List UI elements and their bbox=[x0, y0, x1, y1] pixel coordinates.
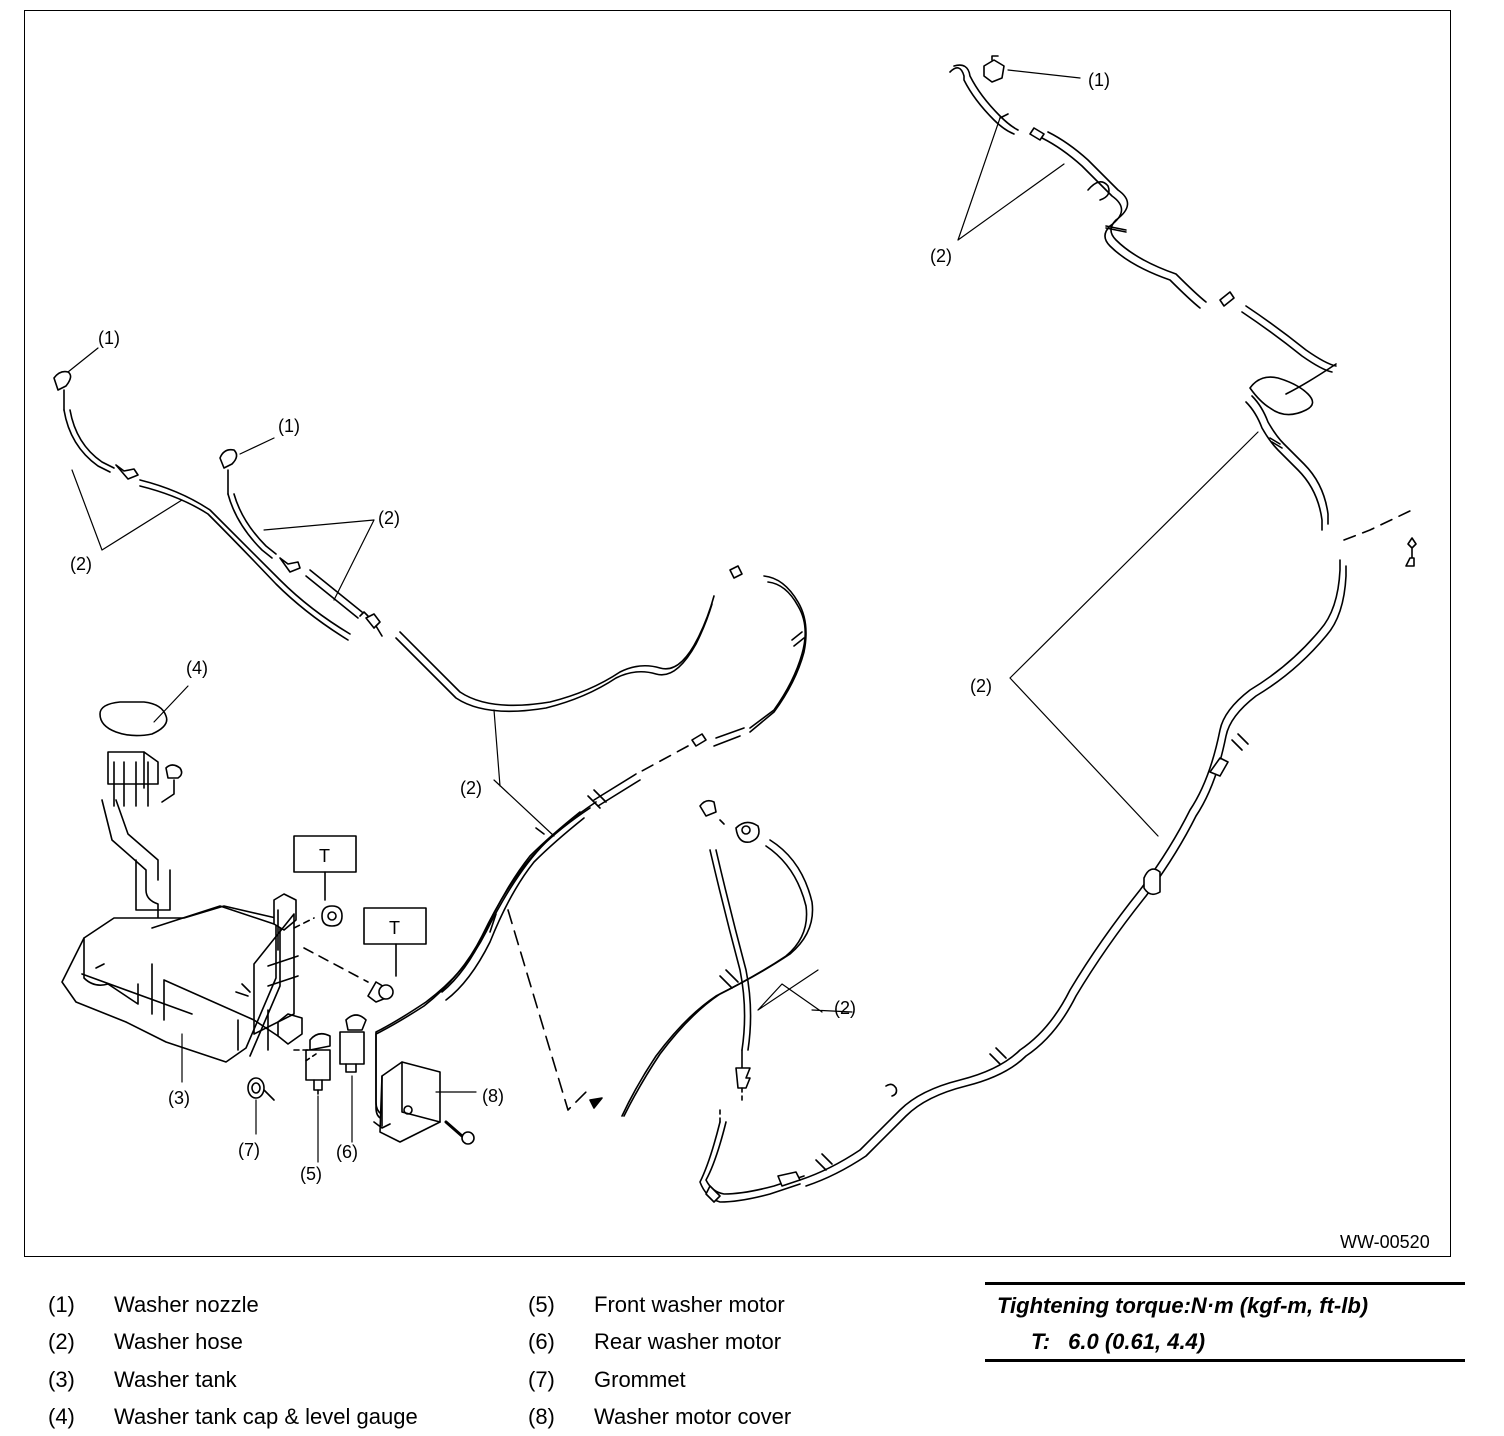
callout-front-right-nozzle: (1) bbox=[278, 416, 300, 436]
callout-washer-tank: (3) bbox=[168, 1088, 190, 1108]
legend-label: Washer nozzle bbox=[114, 1292, 259, 1317]
cover-screw bbox=[444, 1120, 475, 1145]
legend-number: (5) bbox=[528, 1292, 555, 1317]
callout-rear-washer-motor: (6) bbox=[336, 1142, 358, 1162]
callout-front-washer-motor: (5) bbox=[300, 1164, 322, 1184]
front-washer-motor bbox=[293, 1032, 331, 1095]
torque-box-upper bbox=[293, 835, 357, 901]
front-right-nozzle bbox=[219, 448, 238, 495]
legend-number: (1) bbox=[48, 1292, 75, 1317]
front-left-nozzle bbox=[53, 370, 72, 411]
torque-box-lower bbox=[363, 907, 427, 977]
rear-hose-top bbox=[949, 64, 1337, 531]
rear-hose-long bbox=[799, 509, 1417, 1187]
callout-labels: (1) (1) (1) (2) (2) (2) (2) (2) (2) (3) … bbox=[70, 70, 1430, 1252]
callout-front-right-hose: (2) bbox=[378, 508, 400, 528]
callout-motor-cover: (8) bbox=[482, 1086, 504, 1106]
callout-rear-hose-top: (2) bbox=[930, 246, 952, 266]
legend-label: Front washer motor bbox=[594, 1292, 785, 1317]
legend-number: (3) bbox=[48, 1367, 75, 1392]
callout-front-left-nozzle: (1) bbox=[98, 328, 120, 348]
callout-grommet: (7) bbox=[238, 1140, 260, 1160]
torque-value-row: T: 6.0 (0.61, 4.4) bbox=[1031, 1329, 1223, 1355]
rear-washer-motor bbox=[303, 1014, 367, 1073]
tee-joint bbox=[365, 613, 383, 637]
torque-mark-upper: T bbox=[319, 846, 330, 866]
front-hose-right bbox=[227, 493, 369, 619]
tank-bolt-lower bbox=[303, 947, 394, 1003]
washer-tank-cap bbox=[99, 701, 168, 807]
legend-number: (4) bbox=[48, 1404, 75, 1429]
diagram-frame bbox=[24, 10, 1451, 1257]
callout-rear-nozzle: (1) bbox=[1088, 70, 1110, 90]
tank-nut-upper bbox=[293, 905, 343, 929]
callout-main-hose: (2) bbox=[460, 778, 482, 798]
legend-label: Rear washer motor bbox=[594, 1329, 782, 1354]
legend-label: Grommet bbox=[594, 1367, 686, 1392]
main-front-hose bbox=[395, 565, 807, 747]
rear-hose-center bbox=[621, 839, 814, 1203]
motor-hoses bbox=[375, 789, 607, 1121]
rear-nozzle bbox=[983, 55, 1005, 83]
torque-spec: Tightening torque:N·m (kgf-m, ft-lb) T: 6… bbox=[985, 1282, 1465, 1362]
torque-mark-lower: T bbox=[389, 918, 400, 938]
front-hose-joint bbox=[593, 733, 707, 807]
legend-number: (8) bbox=[528, 1404, 555, 1429]
grommet bbox=[247, 1077, 275, 1101]
callout-tank-cap: (4) bbox=[186, 658, 208, 678]
callout-rear-hose-long: (2) bbox=[970, 676, 992, 696]
torque-title: Tightening torque:N·m (kgf-m, ft-lb) bbox=[997, 1293, 1369, 1318]
legend-label: Washer hose bbox=[114, 1329, 243, 1354]
legend-label: Washer tank cap & level gauge bbox=[114, 1404, 418, 1429]
figure-id: WW-00520 bbox=[1340, 1232, 1430, 1252]
front-hose-left bbox=[63, 409, 351, 641]
callout-rear-hose-center: (2) bbox=[834, 998, 856, 1018]
torque-value: 6.0 (0.61, 4.4) bbox=[1068, 1329, 1206, 1354]
rear-nozzle-adapter bbox=[699, 799, 760, 844]
washer-motor-cover bbox=[373, 1061, 441, 1143]
legend-label: Washer tank bbox=[114, 1367, 237, 1392]
legend-label: Washer motor cover bbox=[594, 1404, 792, 1429]
legend-number: (2) bbox=[48, 1329, 75, 1354]
leader-lines bbox=[67, 69, 1259, 1163]
rear-hose-route-arrow bbox=[507, 909, 603, 1111]
torque-symbol: T: bbox=[1031, 1329, 1051, 1354]
legend-number: (7) bbox=[528, 1367, 555, 1392]
washer-tank bbox=[61, 799, 303, 1063]
washer-tank-bolt bbox=[161, 764, 183, 803]
legend-number: (6) bbox=[528, 1329, 555, 1354]
callout-front-left-hose: (2) bbox=[70, 554, 92, 574]
washer-system-diagram: (1) (1) (1) (2) (2) (2) (2) (2) (2) (3) … bbox=[53, 55, 1430, 1252]
tank-bracket bbox=[253, 909, 299, 1035]
